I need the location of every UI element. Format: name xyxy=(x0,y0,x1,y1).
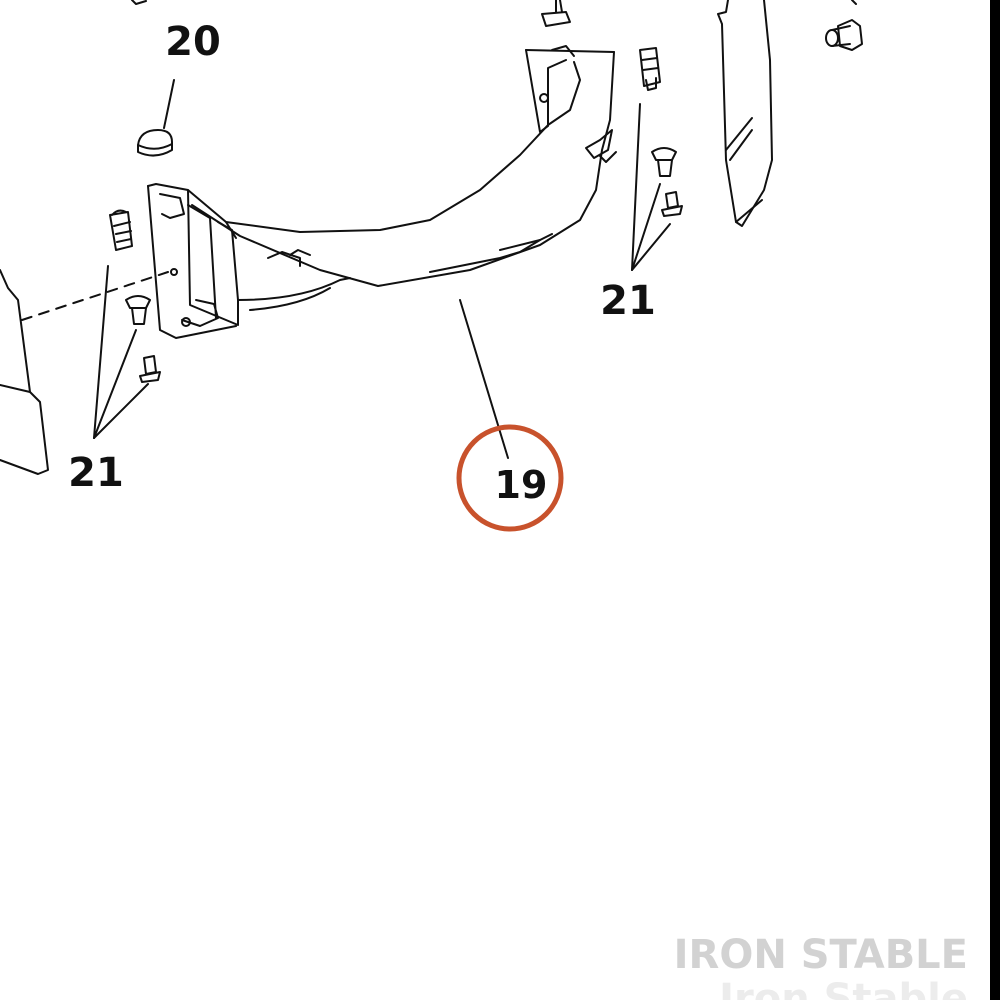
push-pin-fastener xyxy=(825,0,863,51)
right-border xyxy=(990,0,1000,1000)
left-side-panel xyxy=(0,269,49,475)
alignment-dashed-line xyxy=(21,271,169,321)
part-21-fastener-right-low xyxy=(661,191,683,217)
right-trim-panel xyxy=(717,0,773,227)
top-clip xyxy=(541,0,571,27)
leader-line-21-left-a xyxy=(93,265,109,439)
leader-line-21-right-a xyxy=(631,103,641,271)
part-21-fastener-left-top xyxy=(109,209,133,251)
highlight-ring xyxy=(456,424,564,532)
top-left-fragment xyxy=(131,0,147,5)
leader-line-21-right-b xyxy=(631,183,661,271)
callout-21-right: 21 xyxy=(600,278,656,324)
leader-line-21-left-b xyxy=(93,329,137,439)
leader-line-21-right-c xyxy=(631,223,671,271)
part-19-bracket xyxy=(147,45,617,339)
callout-20: 20 xyxy=(165,19,221,65)
leader-line-21-left-c xyxy=(93,383,149,439)
part-20-cap xyxy=(137,129,173,157)
leader-line-19 xyxy=(459,299,509,459)
callout-21-left: 21 xyxy=(68,450,124,496)
watermark-text-second-line: Iron Stable xyxy=(719,976,968,1000)
part-21-fastener-right-top xyxy=(639,47,661,91)
leader-line-20 xyxy=(163,79,175,129)
part-21-fastener-left-mid xyxy=(125,295,151,325)
watermark-text: IRON STABLE xyxy=(674,932,968,978)
part-21-fastener-right-mid xyxy=(651,147,677,177)
callout-19: 19 xyxy=(495,463,548,507)
part-21-fastener-left-low xyxy=(139,355,161,383)
